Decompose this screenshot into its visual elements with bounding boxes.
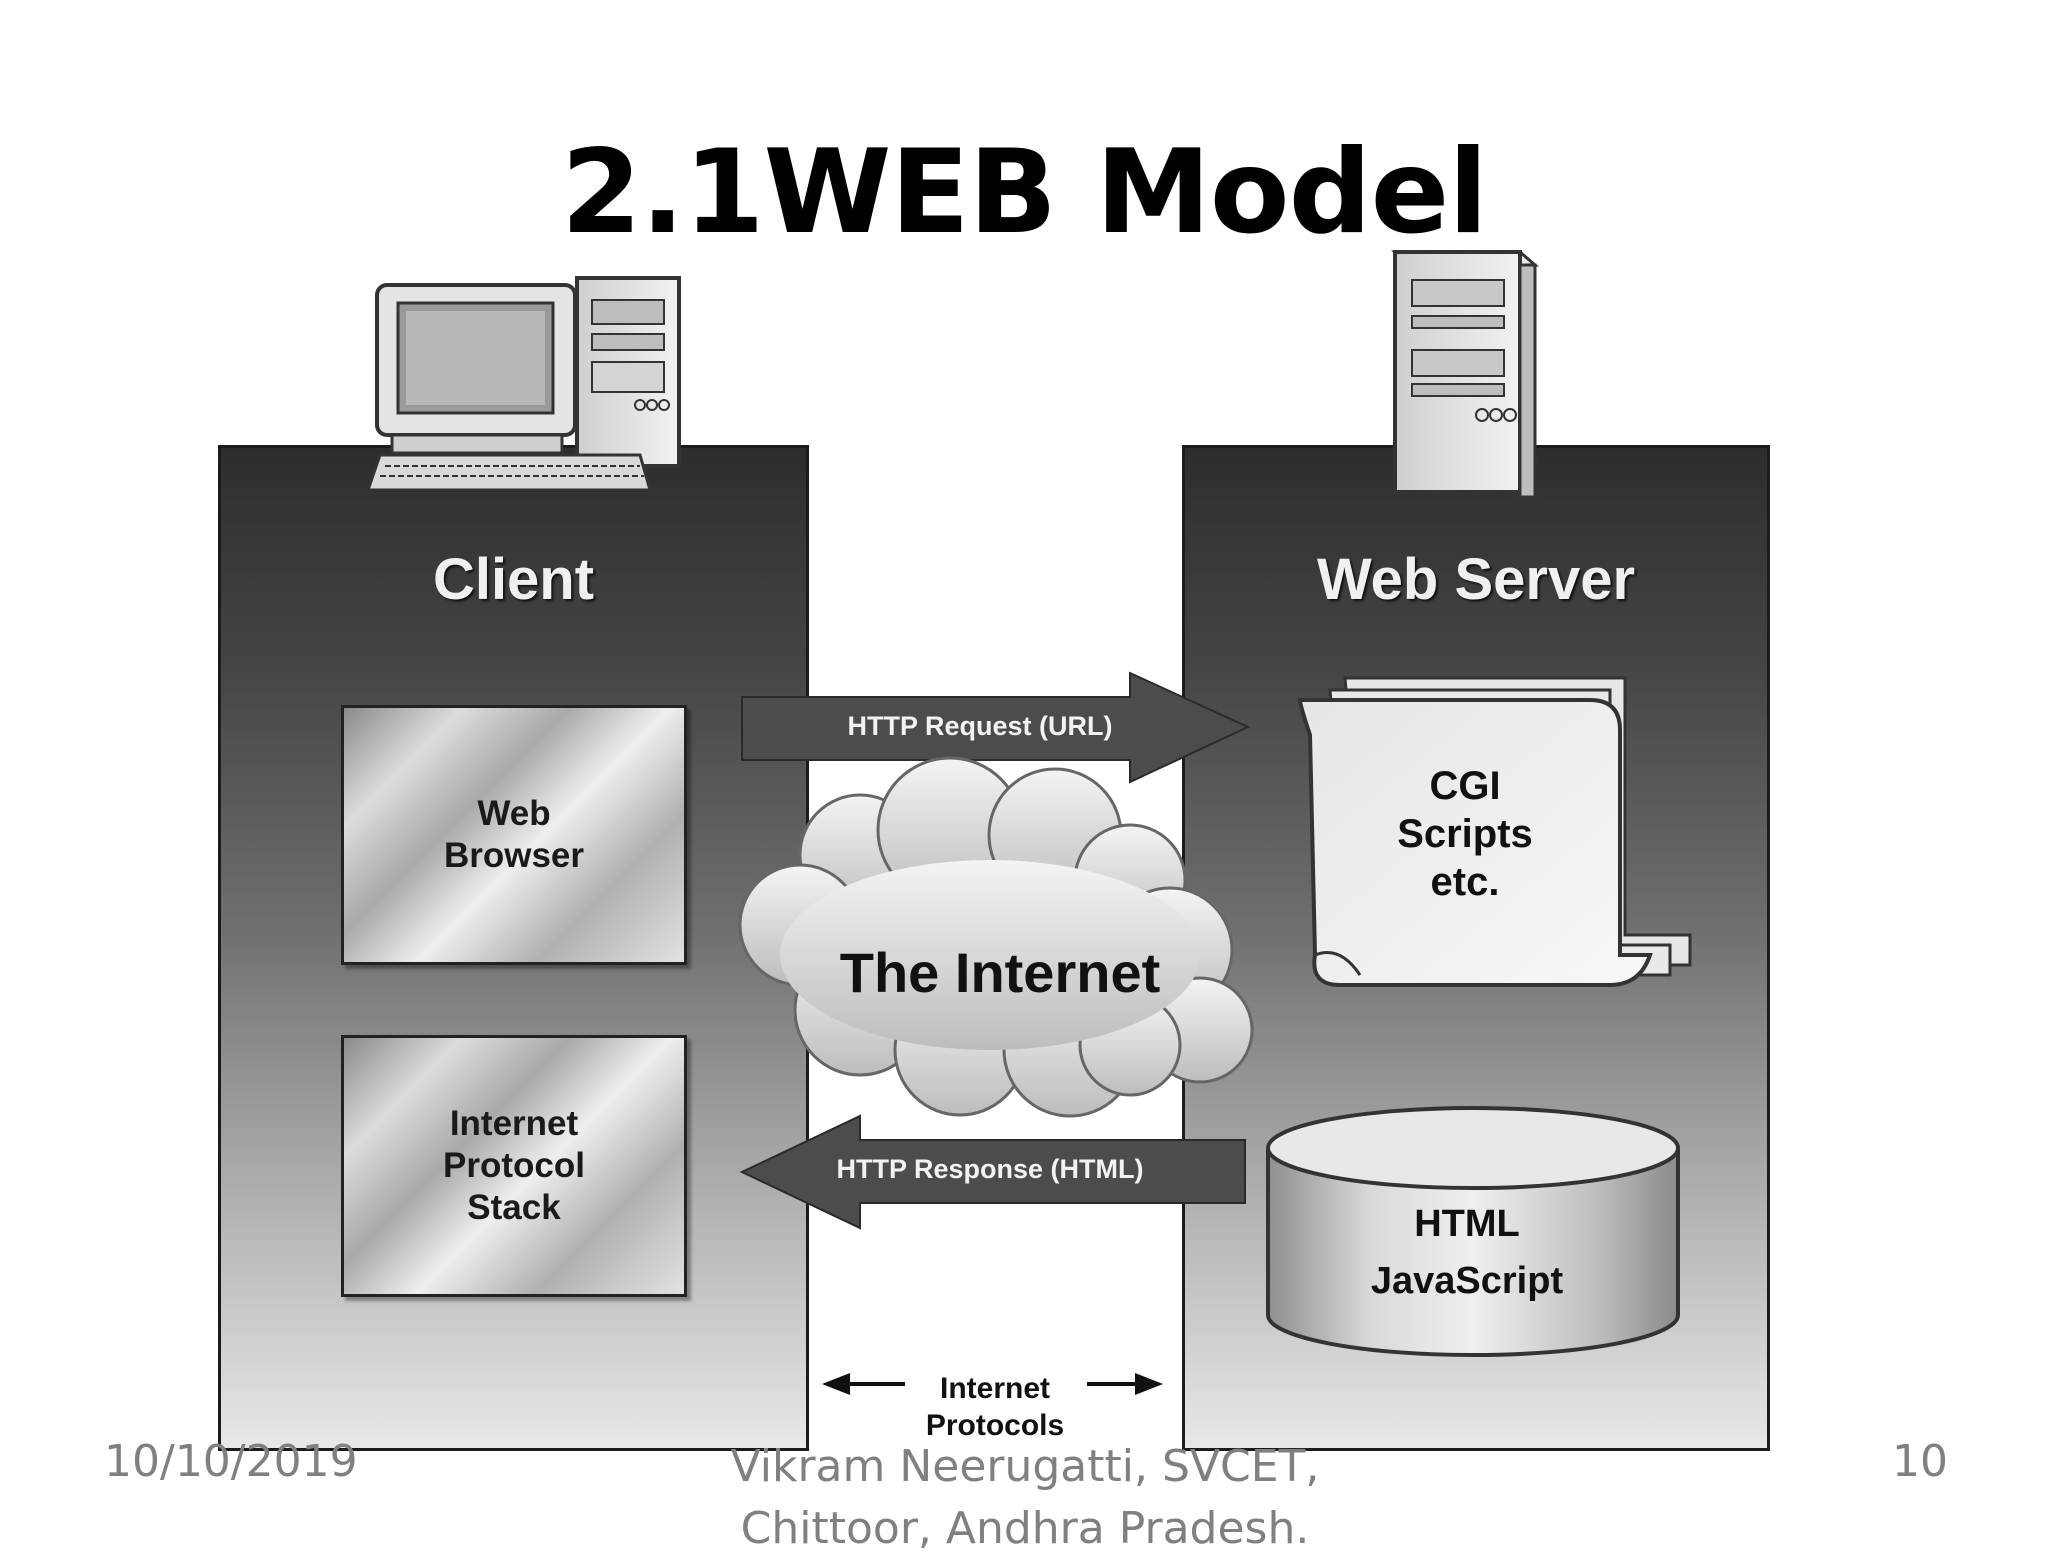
internet-label: The Internet (839, 941, 1161, 1004)
protocol-stack-box: Internet Protocol Stack (341, 1035, 687, 1297)
client-title: Client (432, 547, 595, 612)
cgi-scripts-label: CGI Scripts etc. (1397, 764, 1533, 904)
http-request-arrow (741, 671, 1251, 784)
slide-title: 2.1WEB Model (560, 125, 1488, 260)
server-computer-icon (1390, 250, 1540, 499)
http-request-label: HTTP Request (URL) (847, 711, 1113, 741)
http-response-arrow (739, 1114, 1246, 1230)
client-computer-icon (365, 276, 681, 492)
internet-protocols-label: Internet Protocols (925, 1372, 1065, 1442)
footer-author: Vikram Neerugatti, SVCET, Chittoor, Andh… (730, 1441, 1320, 1554)
web-browser-box: Web Browser (341, 705, 687, 965)
html-database-icon (1266, 1106, 1680, 1357)
http-response-label: HTTP Response (HTML) (836, 1154, 1144, 1184)
internet-cloud (738, 756, 1254, 1118)
web-server-title: Web Server (1316, 547, 1636, 612)
database-label-javascript: JavaScript (1370, 1260, 1564, 1302)
database-label-html: HTML (1414, 1203, 1520, 1245)
cgi-scripts-icon (1297, 676, 1692, 987)
internet-protocols-arrow (822, 1373, 1163, 1395)
footer-page-number: 10 (1892, 1436, 1948, 1487)
footer-date: 10/10/2019 (104, 1436, 358, 1487)
